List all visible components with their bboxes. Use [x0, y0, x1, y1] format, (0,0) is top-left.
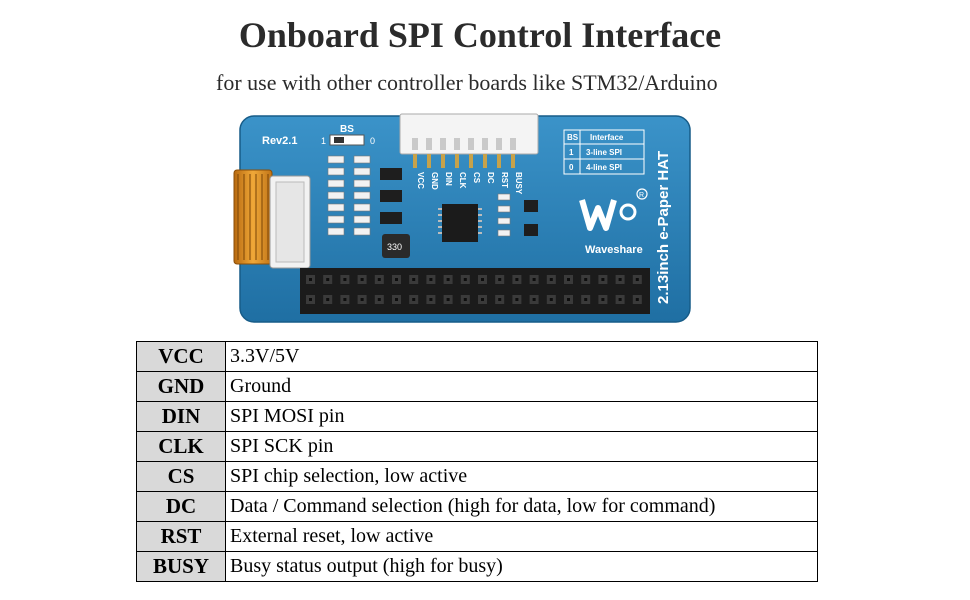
table-row: DC Data / Command selection (high for da…	[136, 491, 818, 522]
ic-chip	[442, 204, 478, 242]
bs-switch	[329, 134, 365, 146]
pin-description: Ground	[225, 371, 818, 402]
product-name: 2.13inch e-Paper HAT	[655, 151, 672, 304]
svg-text:1: 1	[321, 136, 326, 146]
pin-description: SPI SCK pin	[225, 431, 818, 462]
board-pin-label: DIN	[444, 172, 453, 186]
table-row: RST External reset, low active	[136, 521, 818, 552]
fpc-stripes	[237, 174, 269, 260]
pin-description: Busy status output (high for busy)	[225, 551, 818, 582]
pin-description: SPI chip selection, low active	[225, 461, 818, 492]
svg-text:4-line SPI: 4-line SPI	[586, 163, 622, 172]
svg-text:330: 330	[387, 242, 402, 252]
svg-text:BS: BS	[567, 133, 579, 142]
page-subtitle: for use with other controller boards lik…	[216, 70, 718, 95]
pin-name: BUSY	[136, 551, 226, 582]
board-pin-label: CS	[472, 172, 481, 184]
gpio-header	[300, 268, 650, 314]
epaper-hat-board: Rev2.1 BS 1 0 VCC GND DIN CLK CS DC RS	[230, 108, 692, 328]
bs-label: BS	[340, 124, 354, 135]
pin-name: RST	[136, 521, 226, 552]
board-pin-label: DC	[486, 172, 495, 184]
pin-name: DIN	[136, 401, 226, 432]
page-title: Onboard SPI Control Interface	[238, 15, 722, 55]
transistors	[380, 168, 402, 224]
pin-name: VCC	[136, 341, 226, 372]
pin-name: CLK	[136, 431, 226, 462]
pin-description: External reset, low active	[225, 521, 818, 552]
board-illustration: Rev2.1 BS 1 0 VCC GND DIN CLK CS DC RS	[233, 113, 691, 323]
svg-text:0: 0	[569, 163, 574, 172]
waveshare-logo: R Waveshare	[579, 188, 648, 256]
board-pin-label: GND	[430, 172, 439, 190]
revision-label: Rev2.1	[262, 135, 297, 147]
table-row: CS SPI chip selection, low active	[136, 461, 818, 492]
table-row: VCC 3.3V/5V	[136, 341, 818, 372]
fpc-connector	[233, 169, 273, 265]
pin-name: DC	[136, 491, 226, 522]
pin-description: Data / Command selection (high for data,…	[225, 491, 818, 522]
svg-text:Interface: Interface	[590, 133, 624, 142]
pin-description: 3.3V/5V	[225, 341, 818, 372]
table-row: CLK SPI SCK pin	[136, 431, 818, 462]
board-pin-label: BUSY	[514, 172, 523, 195]
svg-text:1: 1	[569, 148, 574, 157]
svg-text:R: R	[639, 192, 644, 199]
svg-text:3-line SPI: 3-line SPI	[586, 148, 622, 157]
brand-name: Waveshare	[585, 244, 643, 256]
table-row: GND Ground	[136, 371, 818, 402]
inductor	[382, 234, 410, 258]
board-pin-label: RST	[500, 172, 509, 188]
board-pin-label: VCC	[416, 172, 425, 189]
table-row: BUSY Busy status output (high for busy)	[136, 551, 818, 582]
svg-text:0: 0	[370, 136, 375, 146]
pin-table: VCC 3.3V/5V GND Ground DIN SPI MOSI pin …	[136, 341, 818, 582]
pin-name: CS	[136, 461, 226, 492]
table-row: DIN SPI MOSI pin	[136, 401, 818, 432]
board-pin-label: CLK	[458, 172, 467, 189]
bs-interface-table: BS Interface 1 3-line SPI 0 4-line SPI	[563, 129, 645, 175]
gpio-pins	[306, 275, 642, 304]
pin-name: GND	[136, 371, 226, 402]
pin-description: SPI MOSI pin	[225, 401, 818, 432]
smd-components	[327, 155, 371, 236]
